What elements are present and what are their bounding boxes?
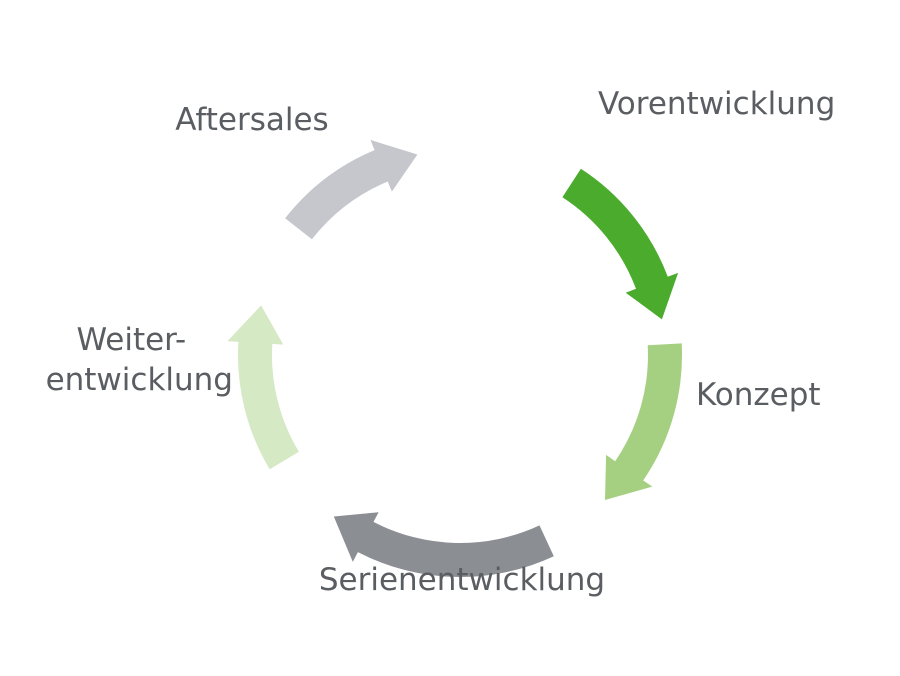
arrow-vorentwicklung[interactable]: [562, 168, 679, 320]
label-serienentwicklung-line: Serienentwicklung: [319, 562, 605, 598]
arrow-konzept[interactable]: [605, 343, 683, 500]
label-aftersales: Aftersales: [175, 102, 328, 138]
label-weiterentwicklung-line-1: Weiter-: [76, 322, 186, 358]
label-konzept: Konzept: [696, 377, 821, 413]
label-serienentwicklung: Serienentwicklung: [319, 562, 605, 598]
arrow-serienentwicklung[interactable]: [333, 512, 554, 577]
label-weiterentwicklung: Weiter- entwicklung: [46, 322, 233, 398]
arrow-weiterentwicklung[interactable]: [227, 305, 299, 470]
label-vorentwicklung: Vorentwicklung: [598, 86, 835, 122]
label-vorentwicklung-line: Vorentwicklung: [598, 86, 835, 122]
label-aftersales-line: Aftersales: [175, 102, 328, 138]
label-weiterentwicklung-line-2: entwicklung: [46, 362, 233, 398]
label-konzept-line: Konzept: [696, 377, 821, 413]
arrow-aftersales[interactable]: [285, 139, 418, 240]
